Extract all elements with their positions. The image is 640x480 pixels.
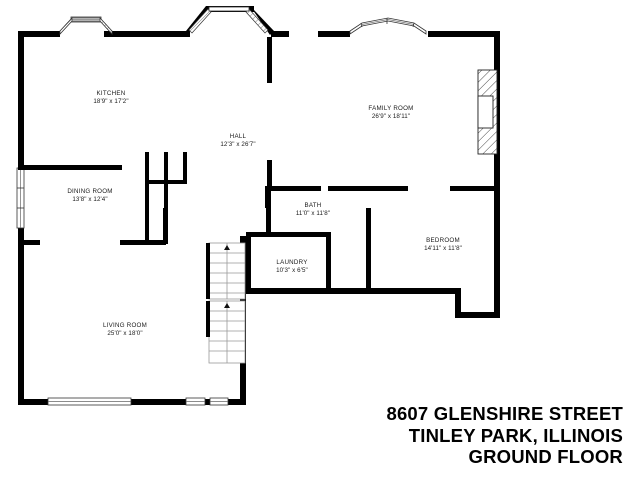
stair-up-arrow-upper — [224, 245, 230, 250]
wall-dining-south-left — [18, 240, 40, 245]
wall-hall-bath — [265, 186, 271, 208]
wall-partition-a — [145, 152, 149, 244]
title-city-line: TINLEY PARK, ILLINOIS — [408, 424, 623, 446]
windows — [16, 6, 427, 406]
wall-family-south-right — [450, 186, 500, 191]
wall-partition-cross — [145, 180, 187, 184]
wall-bedroom-west — [366, 208, 371, 290]
wall-dining-south-right — [120, 240, 166, 245]
wall-hall-east-lower — [267, 160, 272, 190]
wall-west-kitchen — [18, 31, 24, 168]
wall-bumpout-west — [455, 288, 461, 318]
staircase — [206, 242, 246, 364]
bay-window-family — [349, 17, 427, 35]
wall-south-living-left — [18, 399, 48, 405]
wall-family-south-mid — [328, 186, 408, 191]
wall-bath-laundry — [266, 208, 271, 234]
wall-north-family-left — [318, 31, 350, 37]
bay-window-kitchen — [59, 16, 113, 36]
title-block: 8607 GLENSHIRE STREET TINLEY PARK, ILLIN… — [386, 403, 623, 468]
wall-laundry-north — [246, 232, 330, 237]
wall-laundry-west — [246, 232, 251, 290]
wall-bumpout-east — [494, 288, 500, 318]
wall-partition-b — [164, 152, 168, 244]
wall-south-bedroom — [246, 288, 461, 294]
wall-north-family-left-stub — [271, 31, 289, 37]
bay-window-hall — [188, 6, 269, 34]
title-address-line: 8607 GLENSHIRE STREET — [386, 403, 623, 425]
interior-walls — [18, 37, 500, 290]
wall-south-living-right-b — [228, 399, 246, 405]
wall-angled-hall-right — [250, 6, 274, 35]
wall-family-south-left — [269, 186, 321, 191]
window-living-south-small-b — [209, 397, 229, 406]
angled-bay-walls — [186, 6, 274, 35]
window-living-south-small-a — [185, 397, 206, 406]
wall-stair-left-upper — [206, 243, 210, 299]
wall-south-living-mid — [131, 399, 186, 405]
wall-west-dining-lower — [18, 228, 24, 250]
wall-north-kitchen-right — [104, 31, 190, 37]
title-floor-line: GROUND FLOOR — [468, 446, 623, 468]
fireplace — [477, 69, 498, 155]
wall-partition-c — [183, 152, 187, 184]
wall-west-living — [18, 245, 24, 405]
wall-laundry-east — [326, 232, 331, 290]
wall-north-family-right — [428, 31, 500, 37]
wall-hall-east-upper — [267, 37, 272, 83]
wall-east-exterior — [494, 31, 500, 294]
wall-stair-left-lower — [206, 301, 210, 337]
window-living-south-main — [47, 397, 132, 406]
stair-up-arrow-lower — [224, 303, 230, 308]
wall-partition-d — [163, 208, 167, 244]
wall-south-living-right-a — [205, 399, 210, 405]
wall-north-kitchen-left — [18, 31, 60, 37]
wall-angled-hall-left — [186, 6, 210, 31]
wall-kitchen-dining — [18, 165, 122, 170]
wall-bumpout-south — [455, 312, 500, 318]
window-dining-west — [16, 167, 25, 229]
